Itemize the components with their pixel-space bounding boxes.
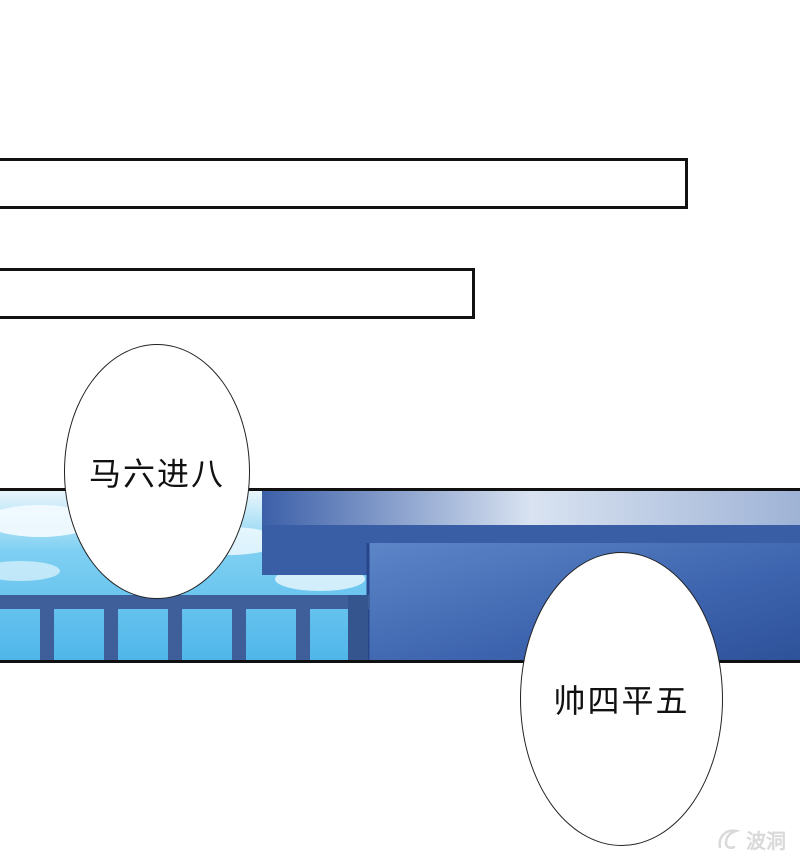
speech-bubble-2: 帅四平五 — [520, 552, 723, 846]
watermark-text: 波洞 — [746, 829, 786, 853]
watermark: 波洞 — [716, 825, 786, 854]
narration-box-1 — [0, 158, 688, 209]
speech-text-2: 帅四平五 — [553, 682, 690, 720]
speech-bubble-1: 马六进八 — [64, 344, 250, 599]
speech-text-1: 马六进八 — [88, 454, 225, 493]
narration-box-2 — [0, 268, 475, 319]
bodong-logo-icon — [718, 828, 741, 849]
